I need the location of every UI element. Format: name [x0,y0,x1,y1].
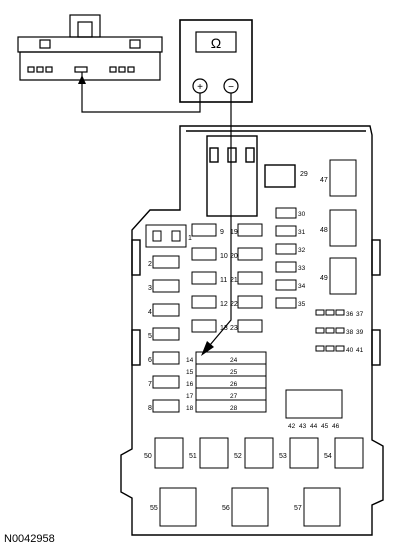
fuse-label-9: 9 [220,229,224,236]
probe-arrow [78,75,86,84]
fuse-label-38: 38 [346,329,354,336]
fuse-label-35: 35 [298,301,306,308]
ohmmeter: Ω + − [179,19,253,103]
lead-plus [81,90,201,113]
plus-terminal-label: + [197,82,203,93]
fuse-label-46: 46 [332,423,340,430]
fuse-label-25: 25 [230,369,238,376]
fuse-label-47: 47 [320,177,328,184]
fuse-label-3: 3 [148,285,152,292]
fuse-label-14: 14 [186,357,194,364]
fuse-label-10: 10 [220,253,228,260]
fuse-label-53: 53 [279,453,287,460]
fuse-label-34: 34 [298,283,306,290]
right-small-fuses [275,207,345,352]
fuse-label-7: 7 [148,381,152,388]
fuse-label-45: 45 [321,423,329,430]
middle-column-fuses [191,223,263,333]
lead-minus [209,93,232,346]
fuse-label-16: 16 [186,381,194,388]
fuse-label-26: 26 [230,381,238,388]
fuse-label-39: 39 [356,329,364,336]
fuse-label-29: 29 [300,171,308,178]
fuse-label-17: 17 [186,393,194,400]
fuse-label-52: 52 [234,453,242,460]
fuse-label-4: 4 [148,309,152,316]
fuse-label-23: 23 [230,325,238,332]
fuse-label-40: 40 [346,347,354,354]
bottom-row-fuses [154,437,364,469]
fuse-label-18: 18 [186,405,194,412]
fuse-label-11: 11 [220,277,227,284]
relay-label-56: 56 [222,505,230,512]
fuse-label-32: 32 [298,247,306,254]
fuse-label-31: 31 [298,229,306,236]
ohm-symbol: Ω [211,35,221,51]
fuse-label-12: 12 [220,301,228,308]
fuse-label-19: 19 [230,229,238,236]
fuse-label-54: 54 [324,453,332,460]
fuse-label-27: 27 [230,393,238,400]
fuse-box-housing [120,125,384,536]
relay-label-57: 57 [294,505,302,512]
fuse-label-41: 41 [356,347,364,354]
fuse-label-24: 24 [230,357,238,364]
lower-fuse-grid [195,351,343,419]
fuse-label-8: 8 [148,405,152,412]
fuse-label-6: 6 [148,357,152,364]
fuse-label-13: 13 [220,325,228,332]
fuse-label-50: 50 [144,453,152,460]
fuse-label-22: 22 [230,301,238,308]
fuse-label-1: 1 [188,235,192,242]
fuse-label-42: 42 [288,423,296,430]
fuse-1-block [145,224,187,248]
fuse-label-30: 30 [298,211,306,218]
left-column-fuses [152,255,180,413]
connector [17,14,163,90]
fuse-label-36: 36 [346,311,354,318]
figure-id: N0042958 [4,533,55,545]
fuse-label-33: 33 [298,265,306,272]
fuse-label-20: 20 [230,253,238,260]
fuse-label-43: 43 [299,423,307,430]
fuse-label-28: 28 [230,405,238,412]
relays [159,487,341,527]
minus-terminal-label: − [228,82,234,93]
fuse-label-15: 15 [186,369,194,376]
relay-label-55: 55 [150,505,158,512]
fuse-label-44: 44 [310,423,318,430]
fuse-label-51: 51 [189,453,197,460]
fuse-label-2: 2 [148,261,152,268]
fuse-label-5: 5 [148,333,152,340]
fuse-label-37: 37 [356,311,364,318]
fuse-label-48: 48 [320,227,328,234]
fuse-label-49: 49 [320,275,328,282]
right-boxes [329,159,357,295]
fuse-label-21: 21 [230,277,238,284]
